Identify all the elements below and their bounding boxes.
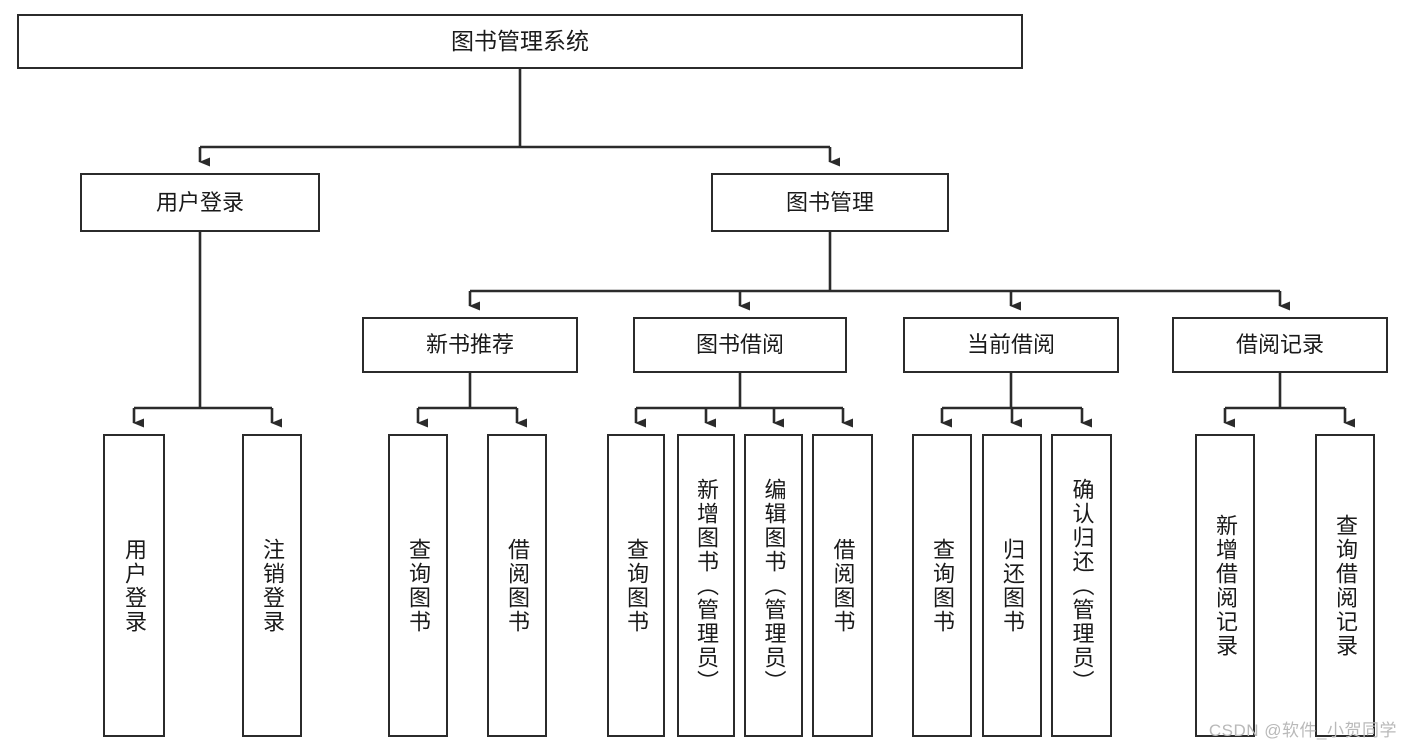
node-leaf-edit-book[interactable]: 编辑图书（管理员） bbox=[744, 434, 803, 737]
node-leaf-add-record[interactable]: 新增借阅记录 bbox=[1195, 434, 1255, 737]
node-leaf-logout[interactable]: 注销登录 bbox=[242, 434, 302, 737]
node-leaf-query-book-1[interactable]: 查询图书 bbox=[388, 434, 448, 737]
node-user-login[interactable]: 用户登录 bbox=[80, 173, 320, 232]
node-leaf-query-book-3[interactable]: 查询图书 bbox=[912, 434, 972, 737]
node-leaf-query-book-2[interactable]: 查询图书 bbox=[607, 434, 665, 737]
node-label: 图书借阅 bbox=[695, 332, 784, 358]
node-new-book-rec[interactable]: 新书推荐 bbox=[362, 317, 578, 373]
node-label: 查询图书 bbox=[930, 537, 955, 634]
node-label: 查询借阅记录 bbox=[1333, 513, 1358, 658]
node-label: 用户登录 bbox=[122, 537, 147, 634]
node-label: 借阅图书 bbox=[830, 537, 856, 634]
node-label: 编辑图书（管理员） bbox=[761, 477, 787, 694]
node-label: 新增图书（管理员） bbox=[694, 477, 719, 694]
node-leaf-return-book[interactable]: 归还图书 bbox=[982, 434, 1042, 737]
node-label: 新书推荐 bbox=[425, 332, 514, 358]
node-label: 当前借阅 bbox=[966, 332, 1055, 358]
node-label: 确认归还（管理员） bbox=[1069, 477, 1095, 694]
node-root[interactable]: 图书管理系统 bbox=[17, 14, 1023, 69]
node-book-borrow[interactable]: 图书借阅 bbox=[633, 317, 847, 373]
node-label: 注销登录 bbox=[260, 537, 285, 634]
node-label: 借阅图书 bbox=[505, 537, 530, 634]
node-current-borrow[interactable]: 当前借阅 bbox=[903, 317, 1119, 373]
node-label: 查询图书 bbox=[624, 537, 649, 634]
node-leaf-borrow-book-1[interactable]: 借阅图书 bbox=[487, 434, 547, 737]
node-leaf-query-record[interactable]: 查询借阅记录 bbox=[1315, 434, 1375, 737]
node-label: 用户登录 bbox=[155, 189, 244, 215]
node-leaf-borrow-book-2[interactable]: 借阅图书 bbox=[812, 434, 873, 737]
node-leaf-user-login[interactable]: 用户登录 bbox=[103, 434, 165, 737]
node-label: 图书管理系统 bbox=[451, 27, 589, 54]
node-leaf-add-book[interactable]: 新增图书（管理员） bbox=[677, 434, 735, 737]
node-label: 归还图书 bbox=[1000, 537, 1025, 634]
node-label: 新增借阅记录 bbox=[1213, 513, 1238, 658]
node-leaf-confirm-return[interactable]: 确认归还（管理员） bbox=[1051, 434, 1112, 737]
node-book-manage[interactable]: 图书管理 bbox=[711, 173, 949, 232]
connector-group bbox=[132, 69, 1355, 428]
node-label: 图书管理 bbox=[785, 189, 874, 215]
node-label: 查询图书 bbox=[406, 537, 431, 634]
node-borrow-record[interactable]: 借阅记录 bbox=[1172, 317, 1388, 373]
node-label: 借阅记录 bbox=[1235, 332, 1324, 358]
